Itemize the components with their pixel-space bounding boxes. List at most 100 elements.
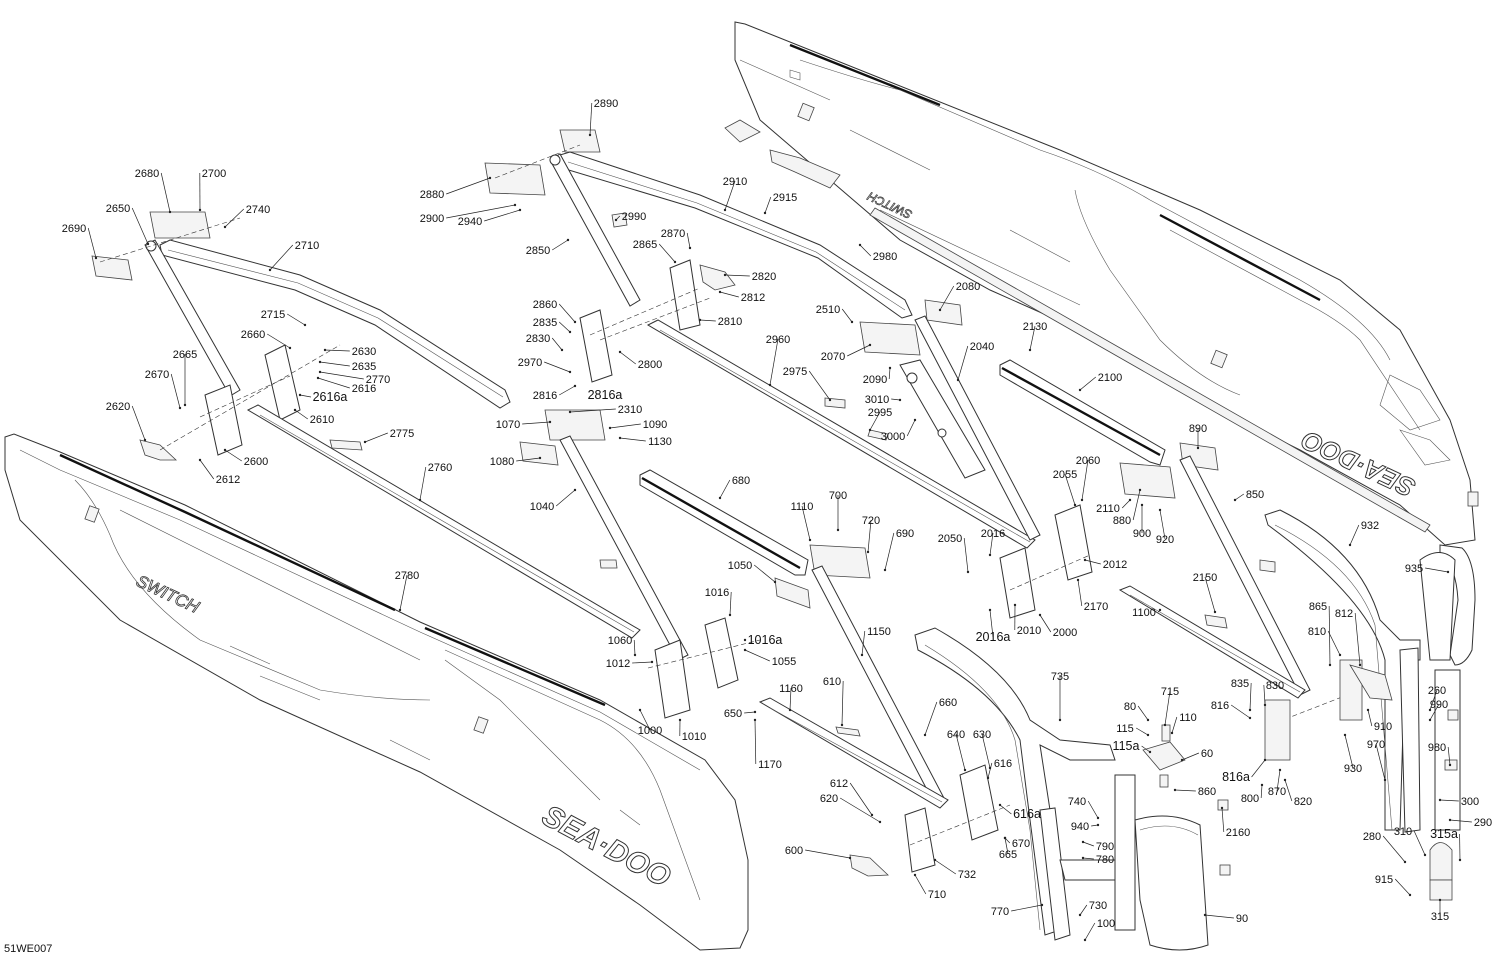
right-frame-assembly <box>859 299 1311 699</box>
leader-dot-3000 <box>913 418 917 422</box>
callout-2780: 2780 <box>395 570 419 582</box>
leader-dot-315 <box>1438 898 1442 902</box>
leader-line-2690 <box>87 227 97 259</box>
leader-line-1040 <box>555 489 576 507</box>
leader-line-880 <box>1132 489 1141 521</box>
callout-2890: 2890 <box>594 98 618 110</box>
leader-line-2960 <box>769 338 779 386</box>
callout-2715: 2715 <box>261 309 285 321</box>
leader-line-115a <box>1141 745 1151 753</box>
leader-dot-60 <box>1180 758 1184 762</box>
leader-dot-850 <box>1233 498 1237 502</box>
callout-2630: 2630 <box>352 346 376 358</box>
callout-970: 970 <box>1367 739 1385 751</box>
leader-dot-100 <box>1083 938 1087 942</box>
leader-dot-812 <box>1358 663 1362 667</box>
leader-dot-2610 <box>293 408 297 412</box>
leader-line-660 <box>924 701 938 736</box>
leader-dot-2700 <box>198 208 202 212</box>
leader-dot-935 <box>1446 570 1450 574</box>
leader-dot-2016a <box>988 608 992 612</box>
leader-dot-2690 <box>94 256 98 260</box>
leader-dot-2810 <box>698 318 702 322</box>
callout-2016a: 2016a <box>976 630 1011 644</box>
callout-1012: 1012 <box>606 658 630 670</box>
leader-dot-865 <box>1328 663 1332 667</box>
leader-dot-2070 <box>868 343 872 347</box>
leader-dot-790 <box>1081 840 1085 844</box>
leader-line-2050 <box>963 537 969 573</box>
leader-dot-2635 <box>318 360 322 364</box>
leader-dot-710 <box>913 873 917 877</box>
callout-640: 640 <box>947 729 965 741</box>
leader-dot-715 <box>1163 723 1167 727</box>
leader-dot-1090 <box>608 426 612 430</box>
callout-1010: 1010 <box>682 731 706 743</box>
callout-2940: 2940 <box>458 216 482 228</box>
callout-2612: 2612 <box>216 474 240 486</box>
leader-line-616a <box>999 804 1012 815</box>
leader-line-2060 <box>1081 459 1089 501</box>
callout-2650: 2650 <box>106 203 130 215</box>
leader-dot-2130 <box>1028 348 1032 352</box>
leader-line-2110 <box>1121 499 1131 509</box>
callout-2016: 2016 <box>981 528 1005 540</box>
leader-dot-2760 <box>418 498 422 502</box>
callout-2510: 2510 <box>816 304 840 316</box>
leader-dot-1100 <box>1158 608 1162 612</box>
callout-600: 600 <box>785 845 803 857</box>
callout-2710: 2710 <box>295 240 319 252</box>
leader-dot-2865 <box>673 260 677 264</box>
leader-dot-735 <box>1058 718 1062 722</box>
leader-dot-640 <box>963 768 967 772</box>
leader-dot-2740 <box>223 225 227 229</box>
callout-2070: 2070 <box>821 351 845 363</box>
left-bimini-assembly <box>91 211 641 639</box>
leader-dot-2650 <box>146 242 150 246</box>
leader-line-1000 <box>639 709 651 731</box>
callout-2980: 2980 <box>873 251 897 263</box>
leader-line-2770 <box>319 371 364 380</box>
leader-dot-2940 <box>518 208 522 212</box>
callout-2310: 2310 <box>618 404 642 416</box>
callout-2616a: 2616a <box>313 390 348 404</box>
callout-880: 880 <box>1113 515 1131 527</box>
leader-line-2660 <box>267 333 291 349</box>
leader-dot-940 <box>1096 823 1100 827</box>
callout-2960: 2960 <box>766 334 790 346</box>
leader-line-2915 <box>764 196 772 214</box>
callout-1016: 1016 <box>705 587 729 599</box>
callout-715: 715 <box>1161 686 1179 698</box>
callout-2665: 2665 <box>173 349 197 361</box>
leader-line-620 <box>839 797 881 823</box>
leader-line-812 <box>1354 612 1361 666</box>
leader-line-2740 <box>224 208 245 228</box>
leader-dot-2150 <box>1213 610 1217 614</box>
leader-dot-680 <box>718 496 722 500</box>
callout-310: 310 <box>1394 826 1412 838</box>
callout-920: 920 <box>1156 534 1174 546</box>
leader-line-865 <box>1328 605 1331 666</box>
leader-line-2130 <box>1029 325 1036 351</box>
leader-line-2680 <box>160 172 171 213</box>
leader-dot-2090 <box>888 366 892 370</box>
leader-line-730 <box>1079 904 1088 916</box>
leader-dot-915 <box>1408 893 1412 897</box>
callout-2680: 2680 <box>135 168 159 180</box>
leader-dot-2170 <box>1076 578 1080 582</box>
leader-dot-1016 <box>728 613 732 617</box>
leader-line-2900 <box>446 204 516 219</box>
leader-dot-835 <box>1248 708 1252 712</box>
leader-line-2975 <box>808 370 831 401</box>
leader-line-2100 <box>1079 376 1097 391</box>
callout-1055: 1055 <box>772 656 796 668</box>
callout-990: 990 <box>1430 699 1448 711</box>
callout-900: 900 <box>1133 528 1151 540</box>
callout-890: 890 <box>1189 423 1207 435</box>
callout-1050: 1050 <box>728 560 752 572</box>
callout-2620: 2620 <box>106 401 130 413</box>
leader-dot-2980 <box>858 243 862 247</box>
leader-dot-1060 <box>633 653 637 657</box>
small-hardware <box>1142 659 1459 901</box>
callout-940: 940 <box>1071 821 1089 833</box>
